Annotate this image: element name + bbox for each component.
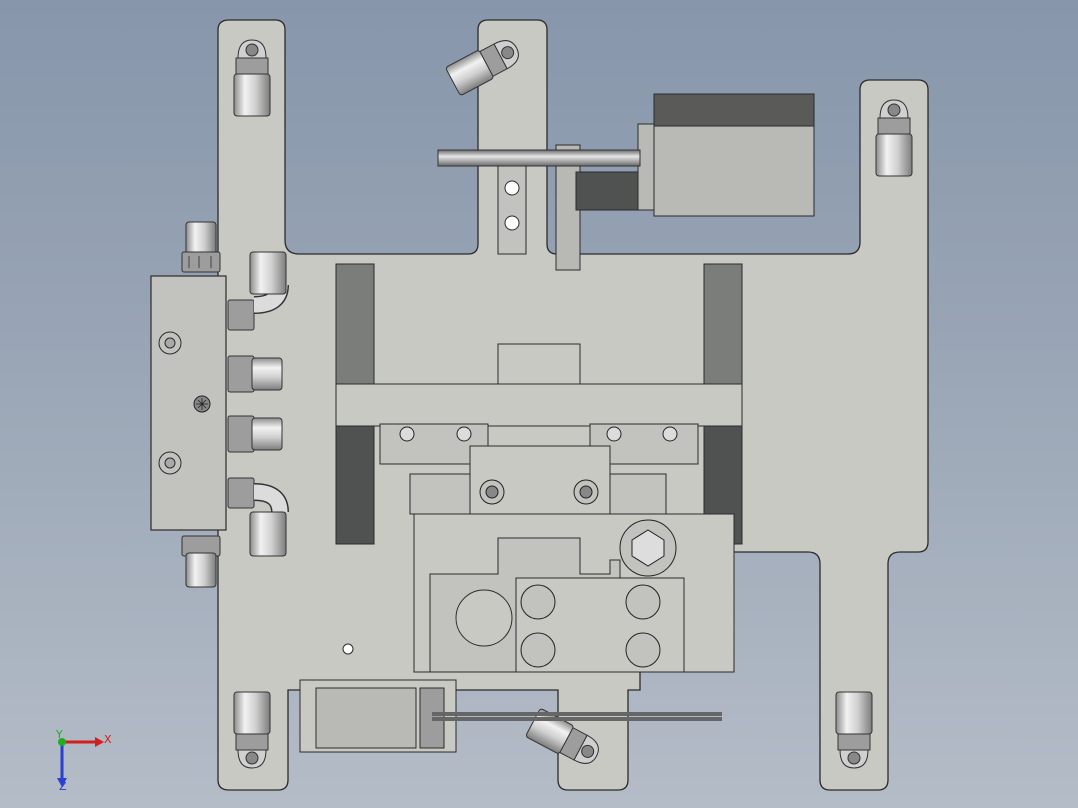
corner-fitting-top-left [233, 39, 271, 117]
left-rail-lower [335, 425, 375, 545]
guide-screws [399, 426, 678, 442]
motor-cap [653, 93, 815, 127]
corner-fitting-bottom-right [835, 691, 873, 769]
solenoid-coil [315, 687, 417, 749]
corner-fitting-top-right [875, 99, 913, 177]
triad-z-label: Z [59, 780, 67, 793]
bracket-hole-2 [504, 215, 520, 231]
carriage-screw-right [573, 479, 599, 505]
motor-flange [637, 123, 657, 211]
bore-circle [455, 589, 513, 647]
manifold-straight-fitting-1 [227, 355, 283, 393]
manifold-mounting-hole-bottom [158, 451, 182, 475]
valve-manifold[interactable] [150, 275, 227, 531]
hex-nut-large [619, 519, 677, 577]
triad-x-label: X [104, 733, 112, 746]
corner-fitting-bottom-left [233, 691, 271, 769]
right-rail-upper [703, 263, 743, 385]
carriage-screw-left [479, 479, 505, 505]
center-plate [335, 383, 743, 427]
manifold-mounting-hole-top [158, 331, 182, 355]
left-rail-upper [335, 263, 375, 385]
manifold-top-fitting [181, 221, 221, 273]
plate-small-hole [342, 643, 354, 655]
manifold-elbow-fitting-lower [227, 477, 289, 557]
solenoid-wires [432, 712, 722, 721]
triad-y-label: Y [55, 728, 63, 741]
lead-screw-rod [437, 149, 641, 167]
bracket-hole-1 [504, 180, 520, 196]
hex-socket-screws [520, 584, 661, 668]
motor-coupler [575, 171, 643, 211]
manifold-center-screw [193, 395, 211, 413]
manifold-bottom-fitting [181, 535, 221, 588]
top-tab [497, 343, 581, 385]
manifold-elbow-fitting-upper [227, 251, 289, 331]
manifold-straight-fitting-2 [227, 415, 283, 453]
coordinate-triad [57, 737, 104, 787]
motor-bracket [497, 161, 527, 255]
angled-fitting-top [445, 40, 519, 96]
